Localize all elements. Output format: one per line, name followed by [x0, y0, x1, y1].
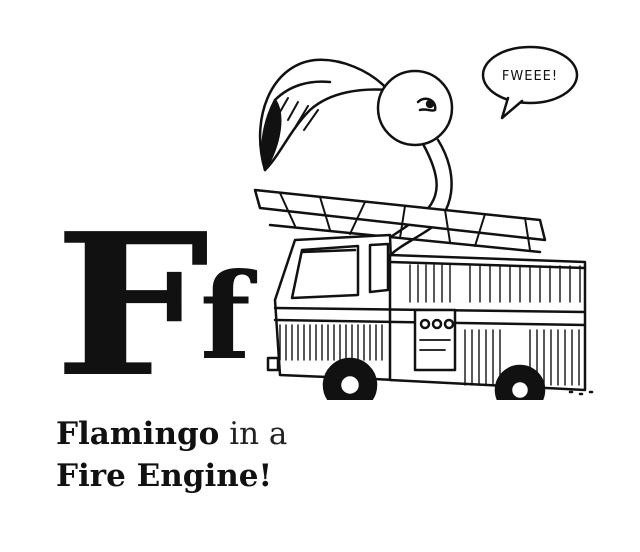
caption-word-flamingo: Flamingo [56, 416, 220, 452]
speech-bubble: FWEEE! [481, 45, 579, 120]
ladder [253, 188, 547, 254]
caption-line-2: Fire Engine! [56, 455, 356, 497]
caption-line-1: Flamingo in a [56, 413, 356, 455]
speech-bubble-text: FWEEE! [502, 69, 558, 84]
uppercase-letter: F [54, 191, 210, 421]
wheels [322, 357, 594, 400]
caption-fire-engine: Fire Engine! [56, 458, 273, 494]
fire-engine [266, 233, 587, 392]
engine-stripes [279, 264, 581, 386]
lowercase-letter: f [200, 247, 251, 386]
flamingo-head [258, 58, 454, 172]
caption-text-in-a: in a [229, 416, 288, 452]
alphabet-letters: F f [54, 208, 254, 404]
caption: Flamingo in a Fire Engine! [56, 413, 356, 497]
flamingo-fire-engine-illustration: FWEEE! [253, 45, 594, 400]
